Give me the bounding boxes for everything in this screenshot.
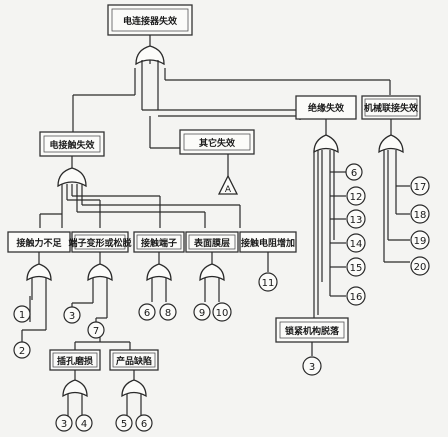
svg-text:16: 16	[350, 292, 363, 303]
basic-event-6a: 6	[138, 303, 156, 321]
pressure-insufficient-box: 接触力不足	[7, 231, 71, 253]
basic-event-12: 12	[346, 186, 366, 206]
basic-event-8: 8	[159, 303, 177, 321]
surface-film-box: 表面膜层	[185, 231, 239, 253]
top-event-box: 电连接器失效	[107, 4, 193, 36]
or-gate-film	[199, 263, 225, 282]
basic-event-7: 7	[87, 321, 105, 339]
product-defect-box: 产品缺陷	[109, 349, 159, 371]
transfer-triangle-label: A	[225, 185, 232, 195]
basic-event-4: 4	[75, 414, 93, 432]
svg-text:15: 15	[350, 263, 363, 274]
insulation-failure-label: 绝缘失效	[308, 102, 345, 114]
svg-text:4: 4	[81, 419, 87, 430]
svg-text:6: 6	[141, 419, 147, 430]
other-failure-label: 其它失效	[199, 137, 236, 149]
svg-text:11: 11	[262, 278, 275, 289]
basic-event-16: 16	[346, 286, 366, 306]
svg-text:6: 6	[351, 168, 357, 179]
or-gate-defect	[121, 379, 147, 398]
or-gate-mechanical	[378, 134, 404, 154]
basic-event-6c: 6	[135, 414, 153, 432]
svg-text:6: 6	[144, 308, 150, 319]
other-failure-box: 其它失效	[179, 129, 255, 155]
fixture-dislodged-box: 锁紧机构脱落	[275, 317, 349, 343]
basic-event-10: 10	[212, 302, 232, 322]
basic-event-13: 13	[346, 209, 366, 229]
svg-text:1: 1	[19, 310, 25, 321]
transfer-triangle-a: A	[217, 174, 239, 195]
basic-event-5: 5	[115, 414, 133, 432]
or-gate-deformation	[87, 263, 113, 282]
terminal-deformation-label: 端子变形或松脱	[68, 237, 131, 249]
basic-event-18: 18	[410, 204, 430, 224]
svg-text:8: 8	[165, 308, 171, 319]
basic-event-14: 14	[346, 233, 366, 253]
svg-text:19: 19	[414, 236, 427, 247]
top-event-label: 电连接器失效	[123, 15, 178, 27]
product-defect-label: 产品缺陷	[116, 355, 152, 367]
terminal-deformation-box: 端子变形或松脱	[68, 231, 132, 253]
basic-event-19: 19	[410, 230, 430, 250]
svg-text:14: 14	[350, 239, 363, 250]
contact-failure-label: 电接触失效	[49, 139, 95, 151]
basic-event-17: 17	[410, 176, 430, 196]
pressure-insufficient-label: 接触力不足	[16, 237, 62, 249]
or-gate-terminal	[146, 263, 172, 282]
or-gate-pressure	[26, 263, 52, 282]
svg-text:17: 17	[414, 182, 427, 193]
wear-label: 插孔磨损	[57, 355, 93, 367]
insulation-failure-box: 绝缘失效	[295, 95, 357, 120]
or-gate-insulation	[313, 134, 339, 154]
svg-text:3: 3	[61, 419, 67, 430]
contact-terminal-label: 接触端子	[141, 237, 177, 249]
mechanical-failure-label: 机械联接失效	[364, 102, 419, 114]
svg-text:5: 5	[121, 419, 127, 430]
basic-event-1: 1	[13, 305, 31, 323]
svg-text:7: 7	[93, 326, 99, 337]
svg-text:9: 9	[199, 308, 205, 319]
surface-film-label: 表面膜层	[193, 237, 230, 249]
mechanical-failure-box: 机械联接失效	[361, 95, 421, 120]
basic-event-3a: 3	[63, 306, 81, 324]
basic-event-11: 11	[258, 272, 278, 292]
contact-failure-box: 电接触失效	[39, 131, 105, 157]
fixture-dislodged-label: 锁紧机构脱落	[285, 325, 340, 337]
basic-event-6b: 6	[345, 163, 363, 181]
svg-text:12: 12	[350, 192, 363, 203]
svg-text:13: 13	[350, 215, 363, 226]
basic-event-9: 9	[193, 303, 211, 321]
basic-event-20: 20	[410, 256, 430, 276]
svg-text:18: 18	[414, 210, 427, 221]
resistance-increase-box: 接触电阻增加	[239, 231, 297, 253]
resistance-increase-label: 接触电阻增加	[241, 237, 295, 249]
basic-event-15: 15	[346, 257, 366, 277]
svg-text:10: 10	[216, 308, 229, 319]
wear-box: 插孔磨损	[49, 349, 101, 371]
svg-text:3: 3	[309, 362, 315, 373]
basic-event-3c: 3	[55, 414, 73, 432]
contact-terminal-box: 接触端子	[133, 231, 185, 253]
or-gate-wear	[62, 379, 88, 398]
svg-text:3: 3	[69, 311, 75, 322]
basic-event-3b: 3	[302, 356, 322, 376]
or-gate-contact	[57, 167, 87, 188]
basic-event-2: 2	[13, 341, 31, 359]
svg-text:2: 2	[19, 346, 25, 357]
svg-text:20: 20	[414, 262, 427, 273]
